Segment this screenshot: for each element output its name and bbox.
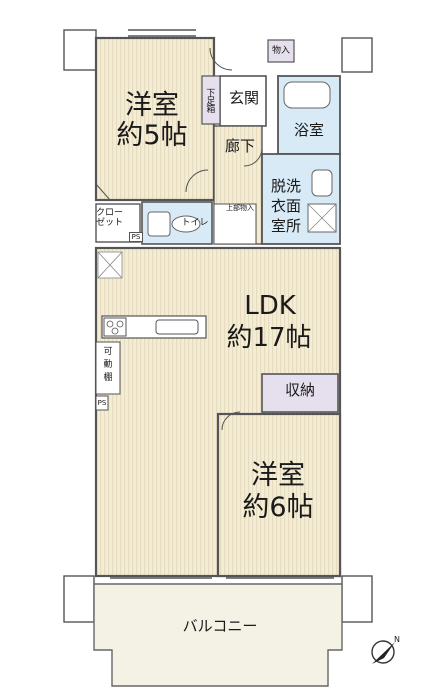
ldk-name: LDK [244,291,296,321]
shoe-box [201,75,221,125]
entrance-label: 玄関 [228,89,259,107]
balcony-label: バルコニー [182,617,258,635]
sink-icon [155,319,199,335]
svg-text:N: N [394,635,400,644]
washbasin-icon [311,169,333,197]
toilet-icon [147,211,171,237]
western-room-2-name: 洋室 [251,460,305,491]
western-room-1-floor [94,36,216,202]
bathroom-label: 浴室 [293,121,324,139]
upper-storage-label: 上部物入 [226,204,254,212]
ventilation-icon [97,251,123,279]
western-room-2-size: 約6帖 [242,492,314,523]
ps-box-2 [95,395,109,411]
shelf-label: 可 動 棚 [103,347,113,383]
toilet-bowl-icon [171,215,201,233]
western-room-2-floor [216,412,342,578]
bathtub-icon [283,81,331,109]
door-swings [95,47,263,431]
western-room-1-name: 洋室 [125,90,179,121]
storage-area [261,373,339,413]
western-room-1-size: 約5帖 [116,120,188,151]
upper-storage-area [213,203,257,245]
ldk-size: 約17帖 [226,323,312,353]
shelf-area [95,341,121,395]
toilet-label: トイレ [181,218,209,228]
closet-label: クロー ゼット [96,208,124,229]
storage-label: 収納 [284,381,315,399]
washroom-label: 脱洗 衣面 室所 [270,177,301,235]
window-marks [110,29,334,579]
storage-top [267,39,295,63]
ps-1-label: PS [129,232,143,243]
balcony-area [93,583,343,687]
stove-icon [103,317,127,337]
storage-top-label: 物入 [271,46,290,56]
north-compass-icon: N [371,635,400,664]
hallway-label: 廊下 [224,137,255,155]
shoe-box-label: 下足箱 [204,88,215,112]
ps-2-label: PS [97,399,107,407]
